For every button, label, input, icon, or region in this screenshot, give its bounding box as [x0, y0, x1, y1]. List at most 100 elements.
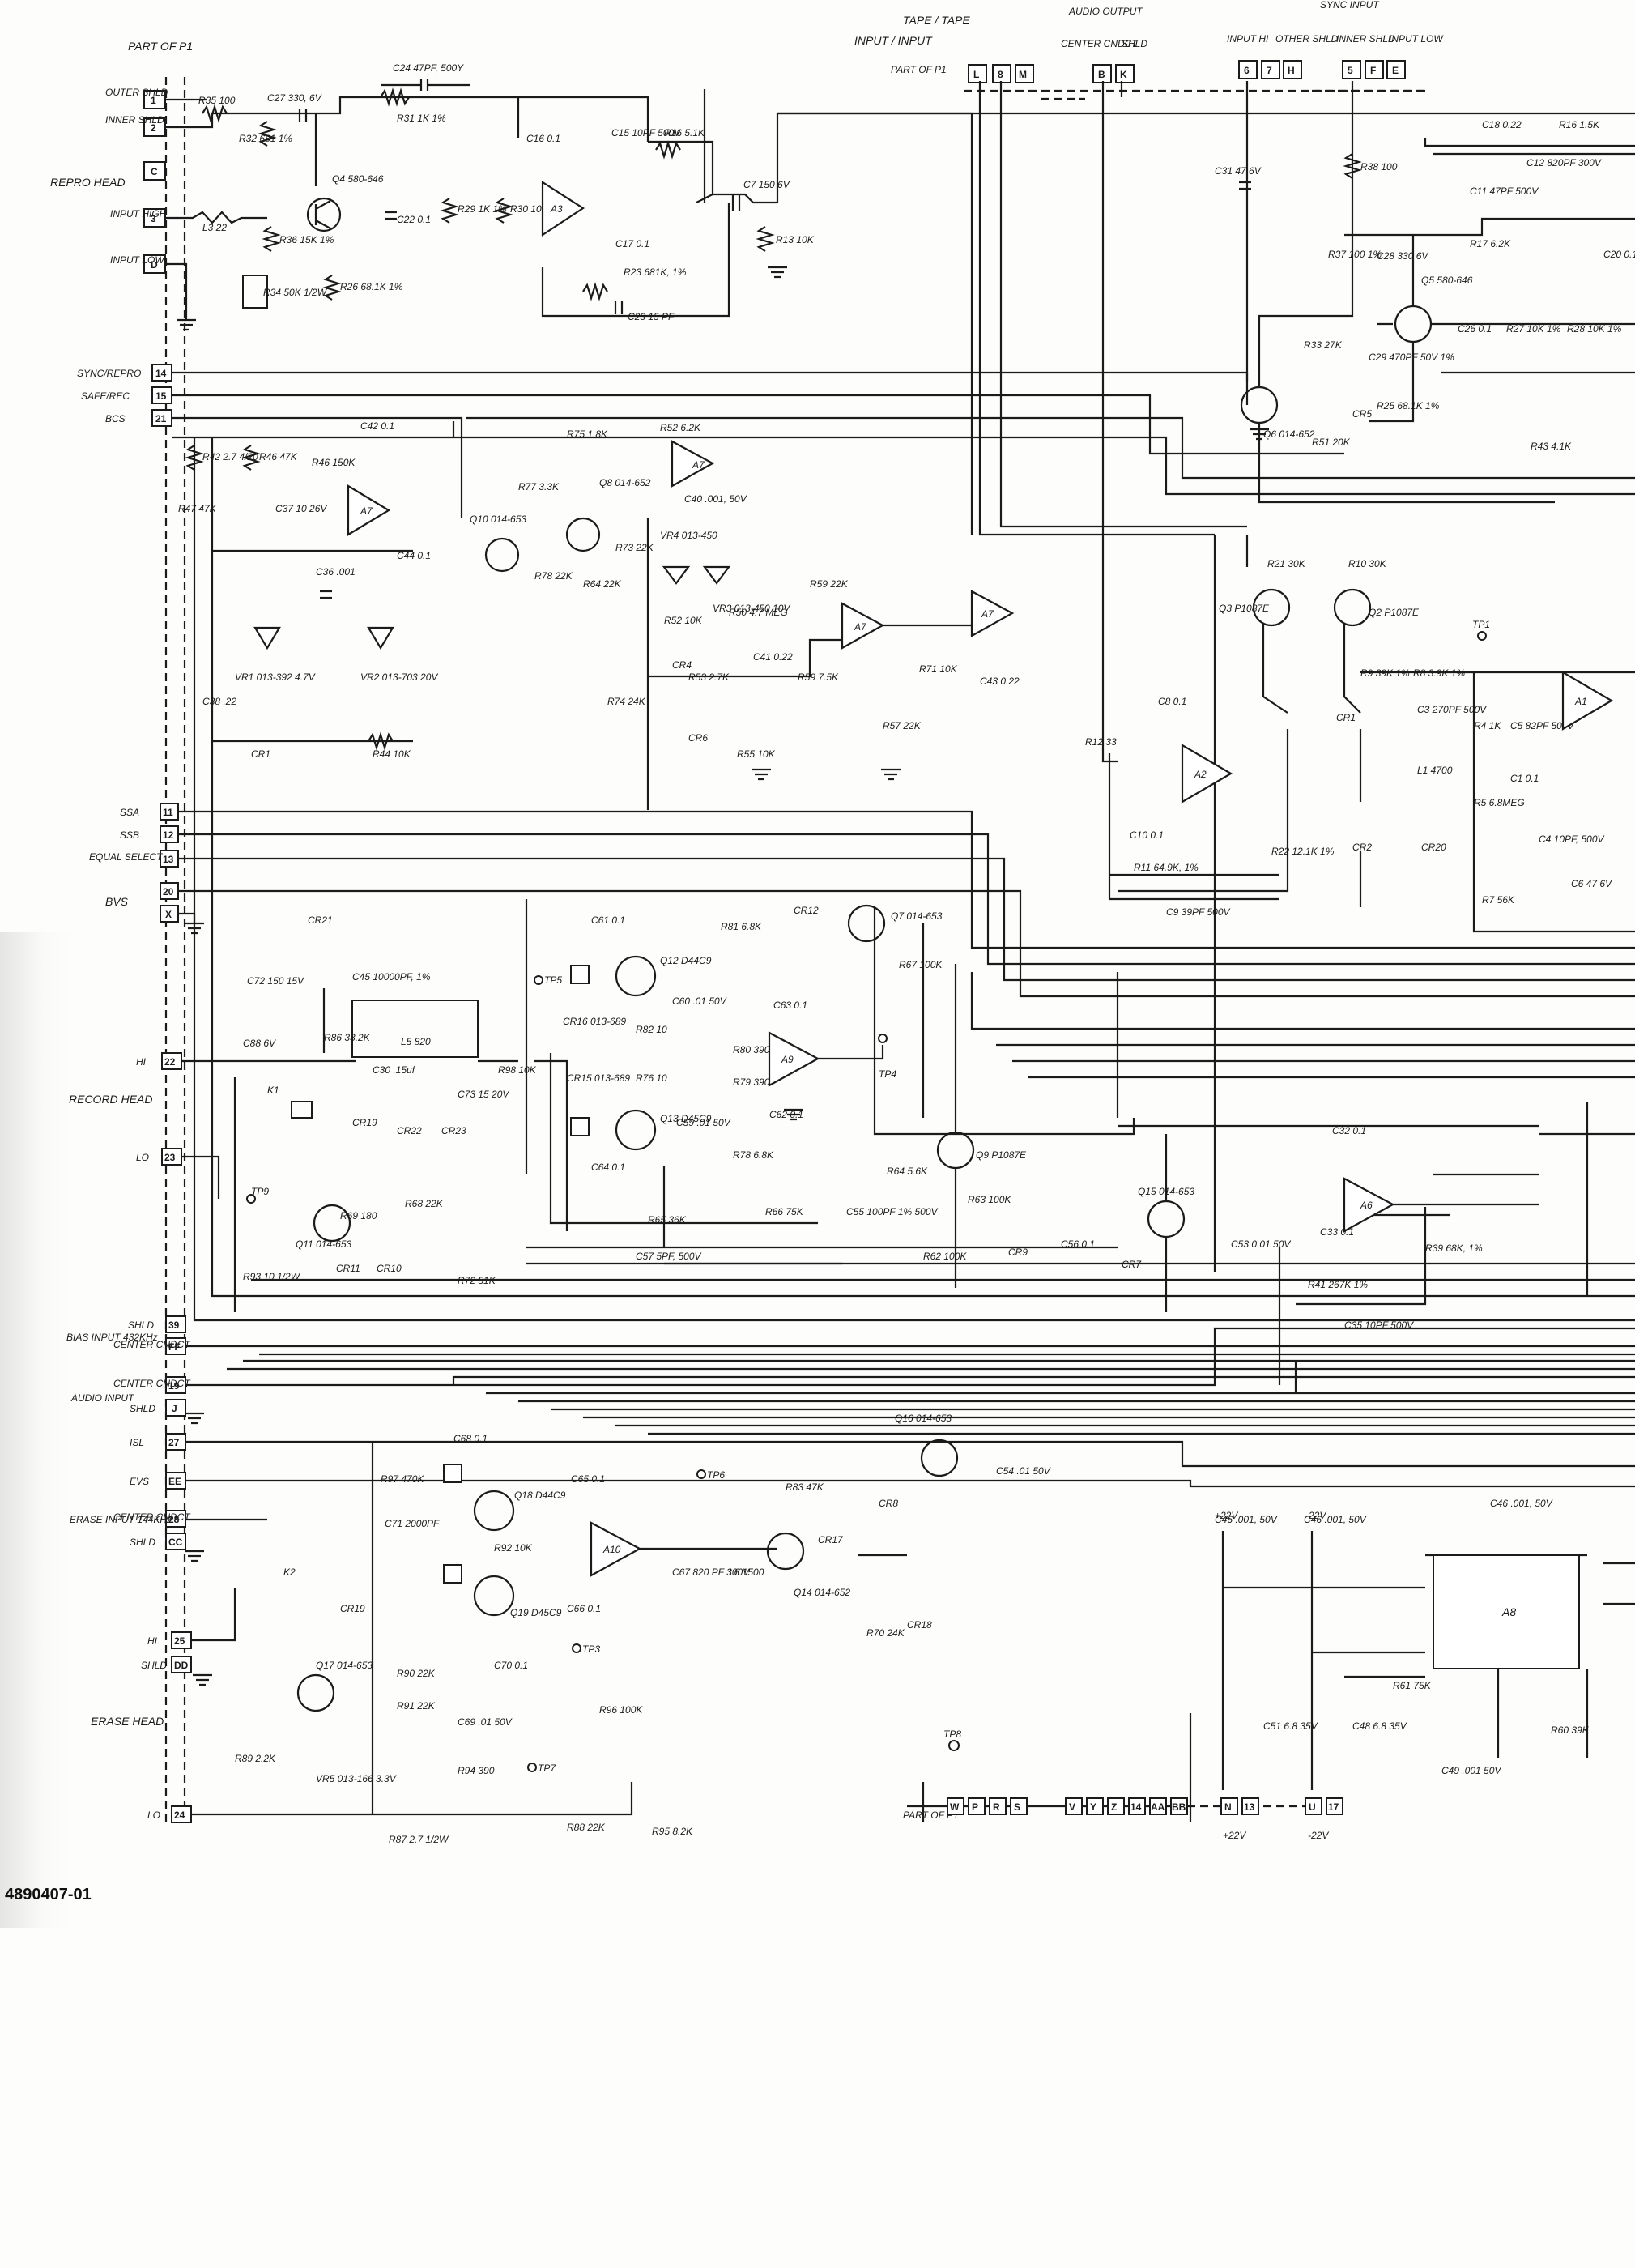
- svg-text:K: K: [1120, 69, 1127, 80]
- svg-text:Q12 D44C9: Q12 D44C9: [660, 955, 712, 966]
- svg-text:C88 6V: C88 6V: [243, 1038, 276, 1049]
- svg-text:C26 0.1: C26 0.1: [1458, 323, 1492, 335]
- svg-text:INPUT LOW: INPUT LOW: [1389, 33, 1444, 45]
- svg-text:CR23: CR23: [441, 1125, 466, 1136]
- svg-text:R88 22K: R88 22K: [567, 1822, 606, 1833]
- svg-text:PART OF P1: PART OF P1: [891, 64, 947, 75]
- svg-text:C42 0.1: C42 0.1: [360, 420, 394, 432]
- svg-text:13: 13: [1244, 1801, 1255, 1813]
- svg-text:LO: LO: [136, 1152, 149, 1163]
- svg-text:AA: AA: [1151, 1801, 1165, 1813]
- svg-text:C61 0.1: C61 0.1: [591, 914, 625, 926]
- svg-text:C68 0.1: C68 0.1: [453, 1433, 488, 1444]
- svg-text:Q19 D45C9: Q19 D45C9: [510, 1607, 562, 1618]
- svg-text:C57 5PF, 500V: C57 5PF, 500V: [636, 1251, 701, 1262]
- svg-text:C4 10PF, 500V: C4 10PF, 500V: [1539, 833, 1604, 845]
- svg-text:BCS: BCS: [105, 413, 126, 424]
- q8-q10-section: R75 1.8K R77 3.3K Q8 014-652 Q10 014-653…: [470, 422, 1020, 810]
- svg-text:R52 6.2K: R52 6.2K: [660, 422, 701, 433]
- svg-text:INPUT HI: INPUT HI: [1227, 33, 1269, 45]
- svg-text:A7: A7: [981, 608, 994, 620]
- svg-text:C43 0.22: C43 0.22: [980, 676, 1020, 687]
- svg-text:C10 0.1: C10 0.1: [1130, 829, 1164, 841]
- svg-text:L1 4700: L1 4700: [1417, 765, 1453, 776]
- svg-text:V: V: [1069, 1801, 1075, 1813]
- svg-text:R97 470K: R97 470K: [381, 1473, 424, 1485]
- group-bvs: BVS: [105, 895, 129, 908]
- svg-text:R93 10 1/2W: R93 10 1/2W: [243, 1271, 301, 1282]
- svg-text:C60 .01 50V: C60 .01 50V: [672, 995, 727, 1007]
- svg-text:TP7: TP7: [538, 1763, 556, 1774]
- svg-text:28: 28: [168, 1514, 180, 1525]
- svg-text:R82 10: R82 10: [636, 1024, 667, 1035]
- svg-text:CENTER CNDCT: CENTER CNDCT: [113, 1339, 191, 1350]
- svg-text:R21 30K: R21 30K: [1267, 558, 1306, 569]
- svg-text:CR21: CR21: [308, 914, 333, 926]
- svg-text:S: S: [1014, 1801, 1020, 1813]
- svg-text:C56 0.1: C56 0.1: [1061, 1238, 1095, 1250]
- svg-text:EQUAL SELECT: EQUAL SELECT: [89, 851, 164, 863]
- svg-text:TP6: TP6: [707, 1469, 725, 1481]
- svg-text:VR2 013-703 20V: VR2 013-703 20V: [360, 671, 438, 683]
- svg-text:TP8: TP8: [943, 1729, 961, 1740]
- svg-text:R73 22K: R73 22K: [615, 542, 654, 553]
- svg-text:C69 .01 50V: C69 .01 50V: [458, 1716, 513, 1728]
- svg-text:C33 0.1: C33 0.1: [1320, 1226, 1354, 1238]
- svg-text:R11 64.9K, 1%: R11 64.9K, 1%: [1134, 862, 1199, 873]
- svg-text:C3 270PF 500V: C3 270PF 500V: [1417, 704, 1487, 715]
- svg-text:Q2 P1087E: Q2 P1087E: [1369, 607, 1420, 618]
- svg-text:HI: HI: [147, 1635, 158, 1647]
- svg-text:R35 100: R35 100: [198, 95, 236, 106]
- bottom-connector: TP8 PART OF P1 W P R S V Y Z 14 AA BB N …: [903, 1729, 1343, 1841]
- svg-text:SHLD: SHLD: [1122, 38, 1147, 49]
- svg-text:R87 2.7 1/2W: R87 2.7 1/2W: [389, 1834, 449, 1845]
- svg-text:C7 150 6V: C7 150 6V: [743, 179, 790, 190]
- svg-text:INPUT HIGH: INPUT HIGH: [110, 208, 167, 220]
- sync-input-section: C31 47 6V R38 100 R37 100 1% C28 330 6V …: [1215, 119, 1635, 504]
- svg-text:R37 100 1%: R37 100 1%: [1328, 249, 1382, 260]
- svg-text:N: N: [1224, 1801, 1232, 1813]
- svg-text:R62 100K: R62 100K: [923, 1251, 967, 1262]
- svg-text:C16 0.1: C16 0.1: [526, 133, 560, 144]
- svg-text:R83 47K: R83 47K: [786, 1481, 824, 1493]
- svg-text:Q9 P1087E: Q9 P1087E: [976, 1149, 1027, 1161]
- svg-text:J: J: [172, 1403, 177, 1414]
- svg-text:R25 68.1K 1%: R25 68.1K 1%: [1377, 400, 1440, 411]
- svg-text:CR19: CR19: [340, 1603, 365, 1614]
- svg-text:D: D: [151, 259, 158, 271]
- svg-text:TP4: TP4: [879, 1068, 896, 1080]
- svg-text:E: E: [1392, 65, 1399, 76]
- svg-text:CENTER CNDCT: CENTER CNDCT: [113, 1378, 191, 1389]
- svg-text:R64 5.6K: R64 5.6K: [887, 1166, 928, 1177]
- bus-wiring: [166, 81, 1635, 1823]
- svg-text:SAFE/REC: SAFE/REC: [81, 390, 130, 402]
- svg-text:R41 267K 1%: R41 267K 1%: [1308, 1279, 1368, 1290]
- svg-text:R55 10K: R55 10K: [737, 748, 776, 760]
- svg-text:C63 0.1: C63 0.1: [773, 1000, 807, 1011]
- svg-text:R29 1K 1%: R29 1K 1%: [458, 203, 507, 215]
- svg-text:PART OF P1: PART OF P1: [903, 1810, 959, 1821]
- svg-text:VR5 013-166 3.3V: VR5 013-166 3.3V: [316, 1773, 397, 1784]
- svg-text:CR19: CR19: [352, 1117, 377, 1128]
- svg-text:A10: A10: [602, 1544, 621, 1555]
- svg-text:SYNC/REPRO: SYNC/REPRO: [77, 368, 141, 379]
- svg-text:-22V: -22V: [1308, 1830, 1329, 1841]
- svg-text:R57 22K: R57 22K: [883, 720, 922, 731]
- svg-text:CR16 013-689: CR16 013-689: [563, 1016, 626, 1027]
- a6-section: C32 0.1 A6 C33 0.1 R39 68K, 1% R41 267K …: [1296, 1125, 1539, 1331]
- svg-text:U: U: [1309, 1801, 1316, 1813]
- svg-text:R98 10K: R98 10K: [498, 1064, 537, 1076]
- svg-text:INPUT LOW: INPUT LOW: [110, 254, 165, 266]
- svg-text:R32 681 1%: R32 681 1%: [239, 133, 292, 144]
- svg-text:24: 24: [174, 1810, 185, 1821]
- svg-text:R59 22K: R59 22K: [810, 578, 849, 590]
- svg-text:C70 0.1: C70 0.1: [494, 1660, 528, 1671]
